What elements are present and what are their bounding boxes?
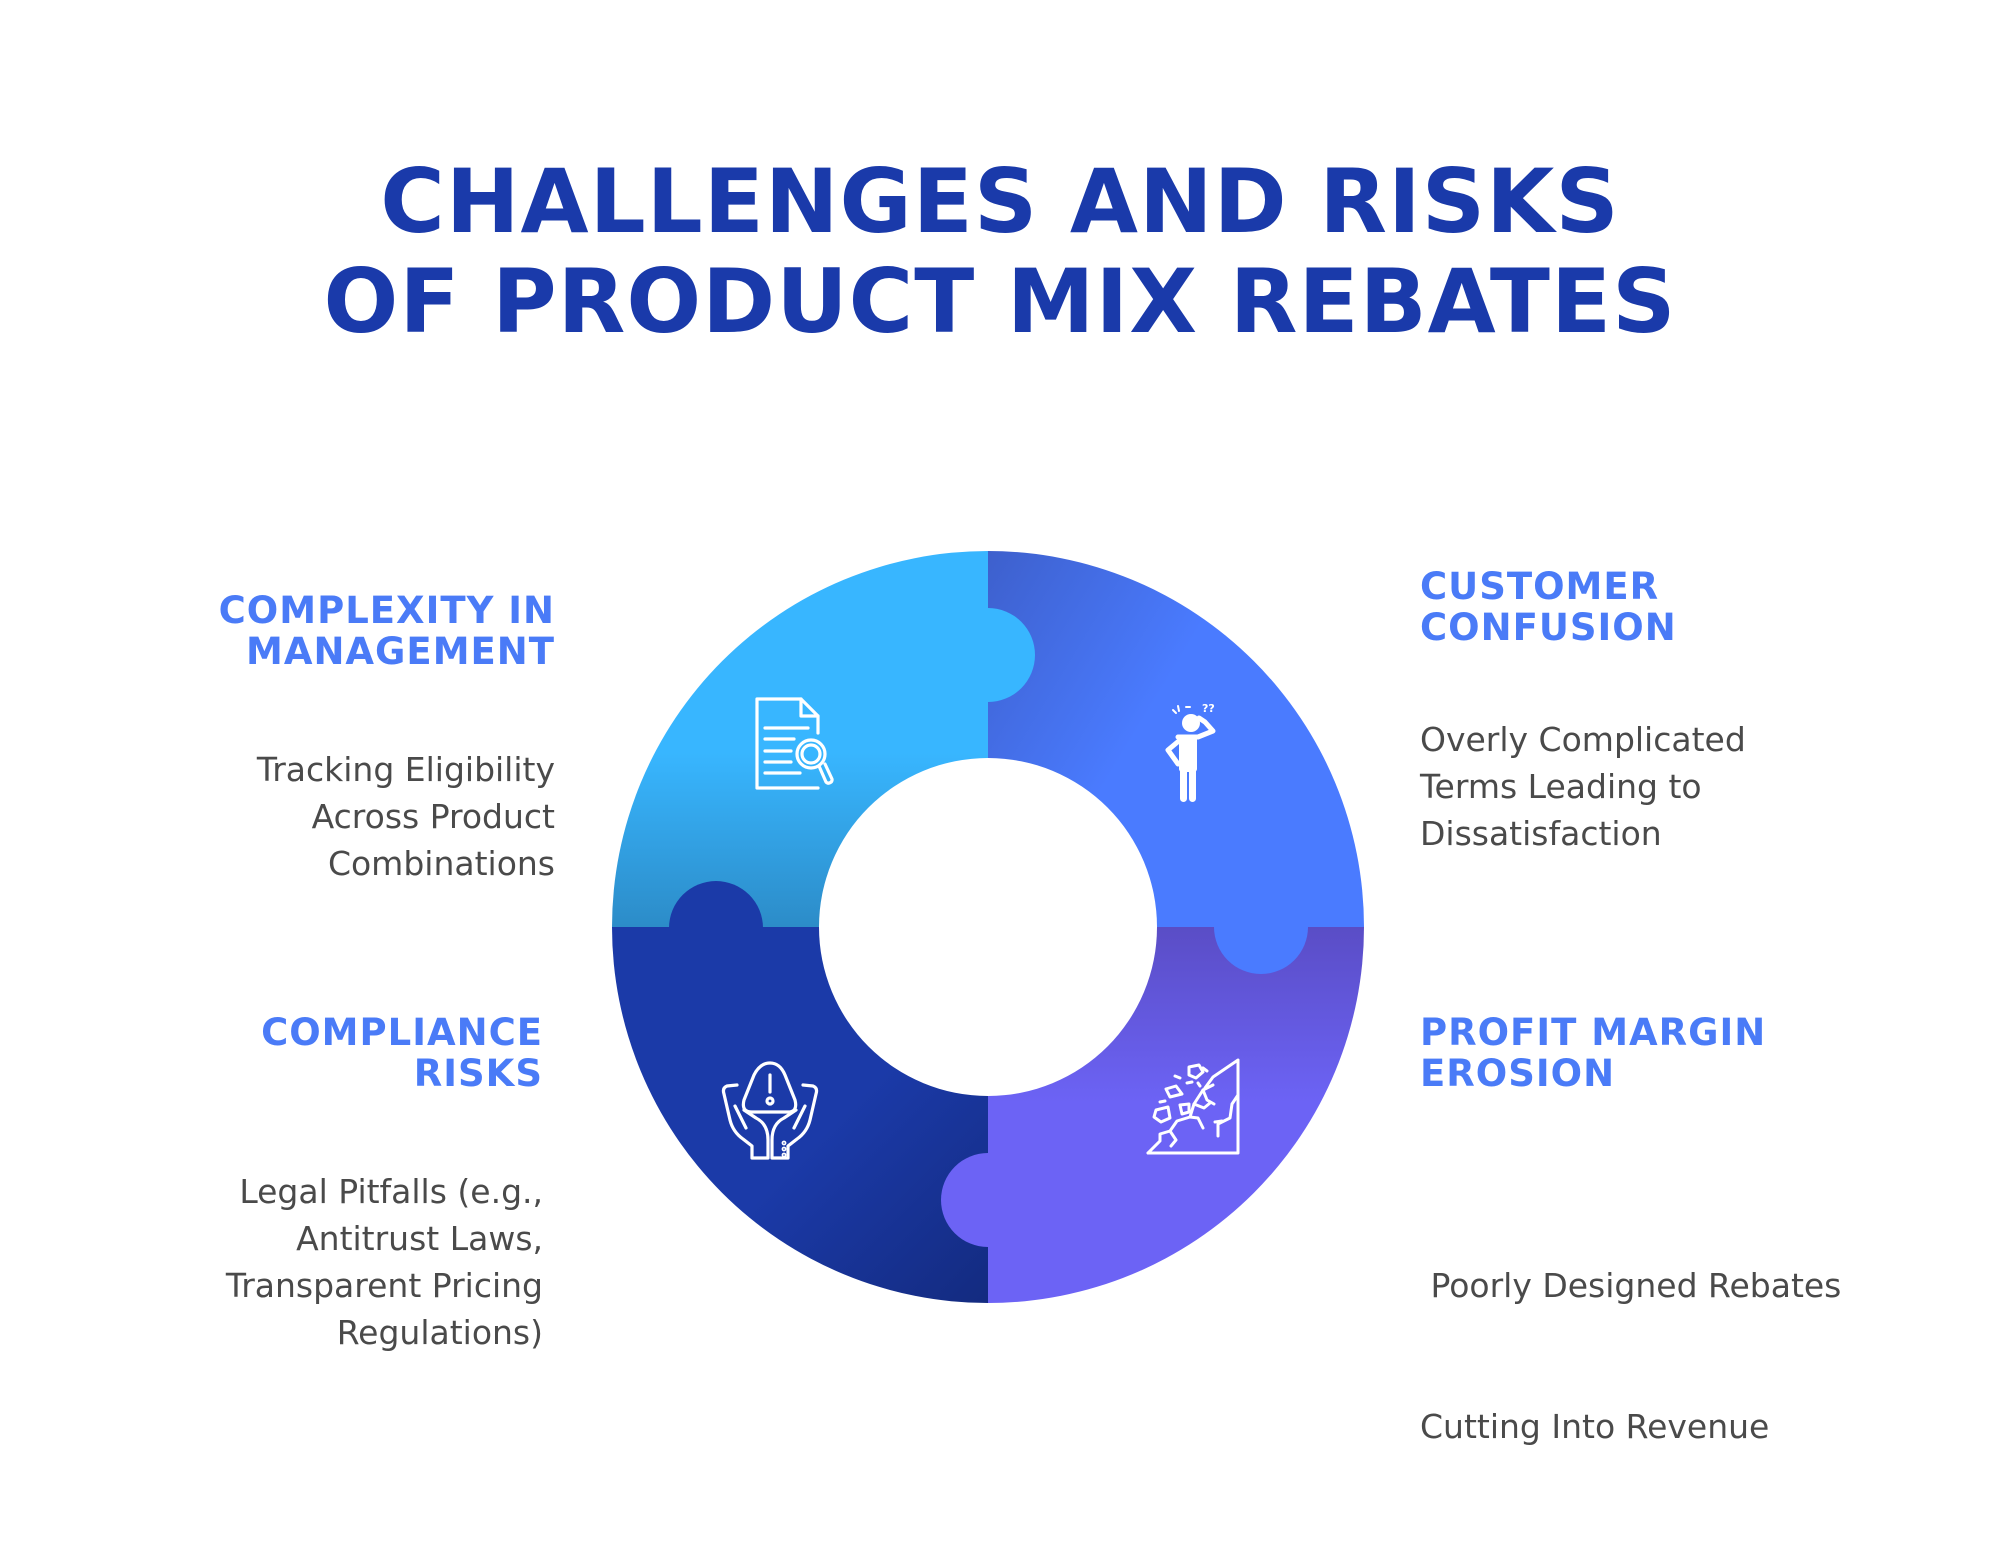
description-line: Combinations [327,844,555,883]
description-line: Regulations) [336,1313,543,1352]
challenge-compliance-risks: COMPLIANCE RISKS Legal Pitfalls (e.g., A… [226,1012,543,1356]
document-search-icon [755,697,834,790]
knob-bottom [941,1153,988,1247]
description-line: Antitrust Laws, [296,1219,543,1258]
heading-line: COMPLIANCE [261,1011,543,1054]
confused-person-icon: ?? [1165,702,1216,802]
description-line: Legal Pitfalls (e.g., [239,1172,543,1211]
heading-line: PROFIT MARGIN [1420,1011,1767,1054]
segment-customer-confusion [988,540,1378,927]
page-title: CHALLENGES AND RISKS OF PRODUCT MIX REBA… [0,152,2000,352]
description-line: Poorly Designed Rebates [1420,1266,1842,1305]
challenge-description: Poorly Designed Rebates Cutting Into Rev… [1420,1168,1841,1544]
svg-text:??: ?? [1202,702,1215,715]
puzzle-ring-diagram: ?? [600,540,1378,1317]
heading-line: CONFUSION [1420,606,1677,649]
knob-right [1214,927,1308,974]
challenge-profit-margin-erosion: PROFIT MARGIN EROSION Poorly Designed Re… [1420,1012,1841,1544]
segment-complexity [600,540,988,927]
description-line: Tracking Eligibility [256,750,555,789]
description-line: Terms Leading to [1420,767,1702,806]
challenge-description: Legal Pitfalls (e.g., Antitrust Laws, Tr… [226,1168,543,1356]
heading-line: COMPLEXITY IN [218,589,555,632]
challenge-description: Overly Complicated Terms Leading to Diss… [1420,716,1746,857]
heading-line: RISKS [413,1052,543,1095]
description-line: Cutting Into Revenue [1420,1407,1770,1446]
segment-compliance [600,927,988,1317]
heading-line: CUSTOMER [1420,565,1660,608]
challenge-complexity: COMPLEXITY IN MANAGEMENT Tracking Eligib… [219,590,555,887]
description-line: Transparent Pricing [225,1266,543,1305]
heading-line: MANAGEMENT [246,630,555,673]
crumbling-cliff-icon [1146,1058,1240,1155]
description-line: Across Product [311,797,555,836]
title-line-2: OF PRODUCT MIX REBATES [323,250,1677,353]
knob-left [669,881,763,928]
challenge-heading: CUSTOMER CONFUSION [1420,566,1746,648]
knob-top [988,608,1035,702]
heading-line: EROSION [1420,1052,1616,1095]
description-line: Overly Complicated [1420,720,1746,759]
hands-warning-icon [721,1061,819,1160]
title-line-1: CHALLENGES AND RISKS [380,150,1620,253]
challenge-heading: COMPLEXITY IN MANAGEMENT [219,590,555,672]
challenge-customer-confusion: CUSTOMER CONFUSION Overly Complicated Te… [1420,566,1746,857]
challenge-description: Tracking Eligibility Across Product Comb… [219,746,555,887]
challenge-heading: PROFIT MARGIN EROSION [1420,1012,1841,1094]
description-line: Dissatisfaction [1420,814,1662,853]
challenge-heading: COMPLIANCE RISKS [226,1012,543,1094]
segment-profit-margin [988,927,1378,1317]
